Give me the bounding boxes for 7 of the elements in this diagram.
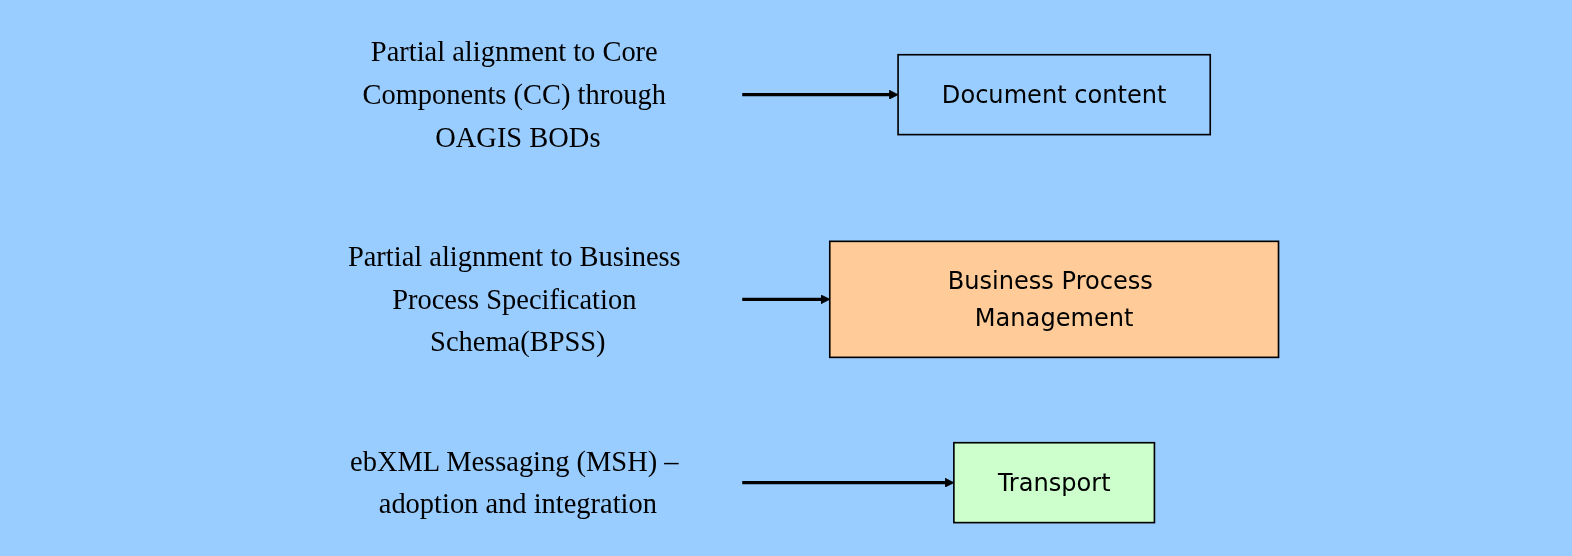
arrow (742, 89, 899, 100)
node-box: Document content (897, 53, 1212, 136)
node-text: Partial alignment to Business Process Specification Schema(BPSS) (347, 240, 681, 358)
node-box: Transport (953, 441, 1156, 524)
node-box: Business Process Management (828, 240, 1280, 359)
node-text: Partial alignment to Core Components (CC) through OAGIS BODs (362, 36, 667, 154)
node-text: ebXML Messaging (MSH) – adoption and integration (350, 445, 679, 520)
